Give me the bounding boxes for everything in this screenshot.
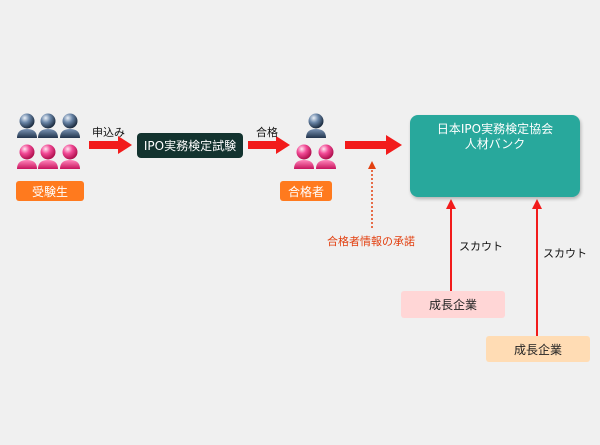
- pass-arrow: [248, 136, 290, 154]
- pass-label: 合格: [256, 126, 278, 139]
- person-male-icon: [306, 113, 326, 138]
- person-male-icon: [60, 113, 80, 138]
- passer-icons: [294, 113, 336, 169]
- examinee-label: 受験生: [16, 181, 84, 201]
- scout-label-2: スカウト: [543, 247, 587, 260]
- examinee-icons: [17, 113, 80, 169]
- person-female-icon: [17, 144, 37, 169]
- person-female-icon: [316, 144, 336, 169]
- person-female-icon: [294, 144, 314, 169]
- person-female-icon: [38, 144, 58, 169]
- talent-bank-box: 日本IPO実務検定協会 人材バンク: [410, 115, 580, 197]
- consent-label: 合格者情報の承諾: [327, 235, 415, 248]
- exam-box: IPO実務検定試験: [137, 133, 243, 158]
- passer-label: 合格者: [280, 181, 332, 201]
- apply-label: 申込み: [92, 126, 125, 139]
- scout-label-1: スカウト: [459, 240, 503, 253]
- bank-title-line2: 人材バンク: [464, 137, 526, 151]
- growth-company-box-2: 成長企業: [486, 336, 590, 362]
- bank-title-line1: 日本IPO実務検定協会: [436, 122, 554, 136]
- person-male-icon: [38, 113, 58, 138]
- person-male-icon: [17, 113, 37, 138]
- apply-arrow: [89, 136, 132, 154]
- person-female-icon: [60, 144, 80, 169]
- growth-company-box-1: 成長企業: [401, 291, 505, 318]
- bank-arrow: [345, 135, 402, 155]
